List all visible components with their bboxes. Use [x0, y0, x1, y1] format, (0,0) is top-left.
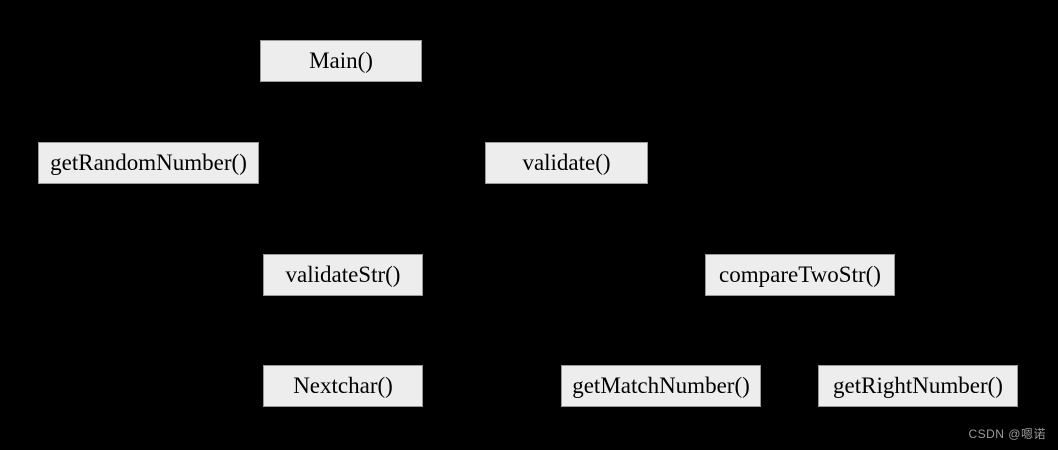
- node-nextchar: Nextchar(): [263, 365, 423, 407]
- node-get-random-number: getRandomNumber(): [38, 142, 259, 184]
- node-validate: validate(): [485, 142, 648, 184]
- node-get-right-number: getRightNumber(): [818, 365, 1018, 407]
- watermark: CSDN @嗯诺: [968, 427, 1046, 441]
- node-main: Main(): [260, 40, 422, 82]
- node-get-match-number: getMatchNumber(): [561, 365, 761, 407]
- node-compare-two-str: compareTwoStr(): [705, 254, 895, 296]
- node-validate-str: validateStr(): [263, 254, 423, 296]
